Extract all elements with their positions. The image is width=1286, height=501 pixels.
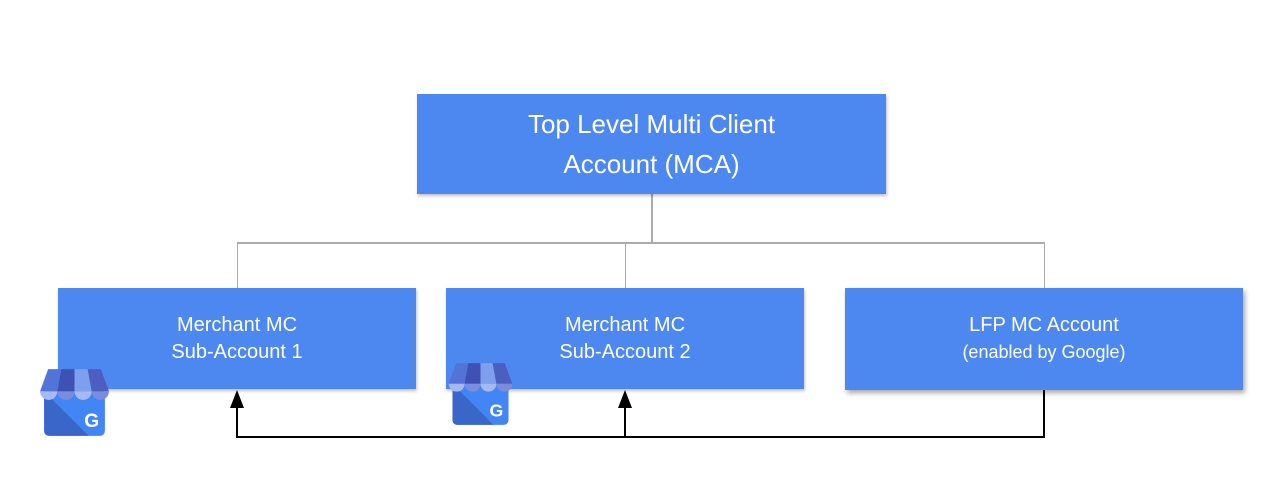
google-g-letter: G [489, 400, 503, 420]
connector-drop-sub1 [236, 243, 238, 288]
awning-scallop-2 [464, 383, 481, 392]
awning-scallop-1 [448, 383, 465, 392]
awning-scallop-4 [91, 391, 109, 400]
arrowhead-up-sub1-icon [230, 390, 244, 408]
node-label-line2: Sub-Account 1 [171, 340, 303, 363]
node-lfp-mc-account: LFP MC Account (enabled by Google) [845, 288, 1243, 390]
node-label-line1: Merchant MC [176, 313, 298, 336]
node-label-line2: (enabled by Google) [962, 342, 1126, 362]
node-label-line2: Sub-Account 2 [559, 340, 691, 363]
google-my-business-icon: G [448, 363, 513, 425]
connector-root-vertical [651, 194, 653, 242]
node-label-line1: Top Level Multi Client [527, 109, 776, 139]
connector-drop-sub2 [624, 243, 626, 288]
awning-scallop-4 [496, 383, 513, 392]
awning-stripe-4 [87, 369, 109, 392]
google-my-business-icon: G [40, 369, 109, 436]
node-label-line1: Merchant MC [564, 313, 686, 336]
awning-stripe-4 [492, 363, 513, 384]
feedback-arrow-stem-sub2 [623, 406, 627, 437]
node-merchant-sub-account-1: Merchant MC Sub-Account 1 [58, 288, 416, 389]
awning-stripe-1 [448, 363, 469, 384]
awning-stripe-1 [40, 369, 62, 392]
node-label-line1: LFP MC Account [969, 314, 1119, 336]
awning-scallop-3 [480, 383, 497, 392]
awning-stripe-3 [74, 369, 92, 392]
awning-scallop-2 [57, 391, 75, 400]
awning-scallop-1 [40, 391, 58, 400]
connector-horizontal [236, 242, 1045, 244]
arrowhead-up-sub2-icon [618, 390, 632, 408]
awning-stripe-2 [57, 369, 75, 392]
feedback-line-lfp-down [1042, 390, 1046, 437]
feedback-line-horizontal [235, 435, 1046, 438]
connector-drop-lfp [1043, 243, 1045, 288]
awning-stripe-3 [480, 363, 497, 384]
node-top-level-mca: Top Level Multi Client Account (MCA) [417, 94, 886, 194]
google-g-letter: G [84, 411, 99, 432]
node-label-line2: Account (MCA) [563, 149, 740, 179]
feedback-arrow-stem-sub1 [235, 406, 239, 437]
node-merchant-sub-account-2: Merchant MC Sub-Account 2 [446, 288, 804, 389]
awning-stripe-2 [464, 363, 481, 384]
awning-scallop-3 [74, 391, 92, 400]
